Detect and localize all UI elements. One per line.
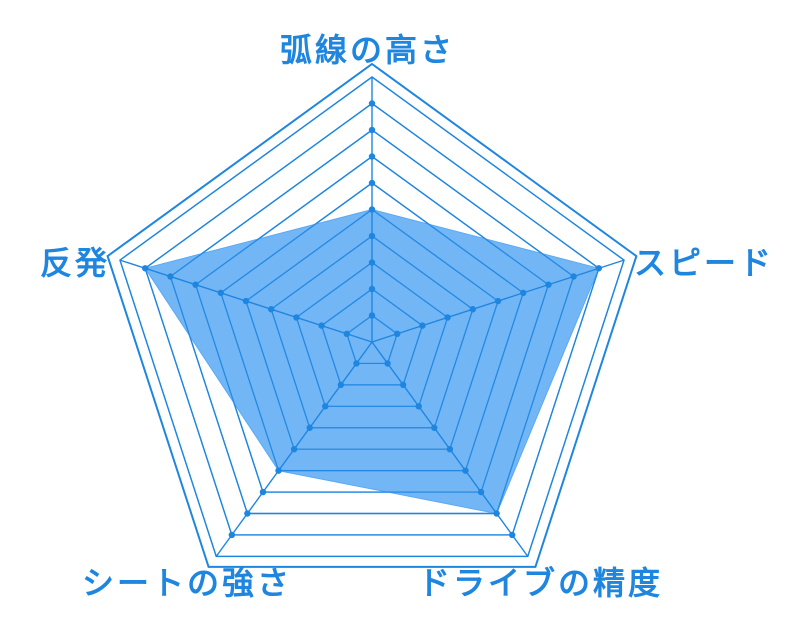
grid-ring-overlay xyxy=(346,314,398,365)
radar-overlay xyxy=(119,76,625,557)
axis-tick-dot xyxy=(368,179,376,187)
axis-tick-dot xyxy=(353,360,360,367)
axis-tick-dot xyxy=(384,360,391,367)
axis-label-sheet-strength: シートの強さ xyxy=(82,564,293,602)
grid-ring-overlay xyxy=(245,208,499,450)
axis-tick-dot xyxy=(322,403,329,410)
axis-tick-dot xyxy=(318,322,325,329)
grid-ring-overlay xyxy=(320,288,424,386)
grid-ring-overlay xyxy=(220,182,524,472)
axis-tick-dot xyxy=(399,381,407,389)
axis-label-drive-accuracy: ドライブの精度 xyxy=(418,564,664,602)
axis-tick-dot xyxy=(520,289,527,297)
axis-tick-dot xyxy=(217,289,224,297)
axis-tick-dot xyxy=(419,322,426,329)
axis-tick-dot xyxy=(368,232,376,240)
axis-tick-dot xyxy=(469,306,477,313)
axis-tick-dot xyxy=(545,281,552,288)
axis-tick-dot xyxy=(394,330,401,338)
axis-tick-dot xyxy=(595,265,603,272)
axis-tick-dot xyxy=(337,381,345,389)
axis-tick-dot xyxy=(293,314,300,321)
outer-frame xyxy=(106,62,638,568)
axis-tick-dot xyxy=(192,281,199,288)
axis-tick-dot xyxy=(267,306,275,313)
axis-tick-dot xyxy=(141,265,149,272)
grid-ring-overlay xyxy=(144,102,600,536)
axis-tick-dot xyxy=(343,330,350,338)
axis-tick-dot xyxy=(368,285,376,293)
axis-tick-dot xyxy=(290,445,298,453)
grid-ring-overlay xyxy=(270,235,474,429)
axis-tick-dot xyxy=(306,424,313,431)
axis-label-arc-height: 弧線の高さ xyxy=(280,31,456,69)
axis-tick-dot xyxy=(242,297,250,305)
axis-tick-dot xyxy=(368,312,376,319)
axis-tick-dot xyxy=(508,531,516,539)
axis-tick-dot xyxy=(446,445,454,453)
axis-tick-dot xyxy=(167,273,174,280)
axis-tick-dot xyxy=(244,510,251,517)
axis-tick-dot xyxy=(368,153,376,160)
axis-tick-dot xyxy=(228,531,236,539)
grid-ring-overlay xyxy=(119,76,625,557)
axis-tick-dot xyxy=(368,100,376,107)
axis-tick-dot xyxy=(494,297,502,305)
axis-tick-dot xyxy=(275,467,282,474)
axis-tick-dot xyxy=(368,206,376,213)
axis-tick-dot xyxy=(444,314,451,321)
axis-tick-dot xyxy=(477,488,485,496)
axis-tick-dot xyxy=(570,273,577,280)
axis-label-speed: スピード xyxy=(634,244,775,282)
grid-ring-overlay xyxy=(169,129,575,515)
axis-label-rebound: 反発 xyxy=(40,244,111,282)
grid-ring-overlay xyxy=(194,155,550,493)
axis-tick-dot xyxy=(493,510,500,517)
axis-tick-dot xyxy=(431,424,438,431)
axis-tick-dot xyxy=(462,467,469,474)
axis-tick-dot xyxy=(368,259,376,266)
axis-tick-dot xyxy=(415,403,422,410)
axis-tick-dot xyxy=(259,488,267,496)
grid-ring-overlay xyxy=(295,261,449,407)
axis-tick-dot xyxy=(368,126,376,134)
